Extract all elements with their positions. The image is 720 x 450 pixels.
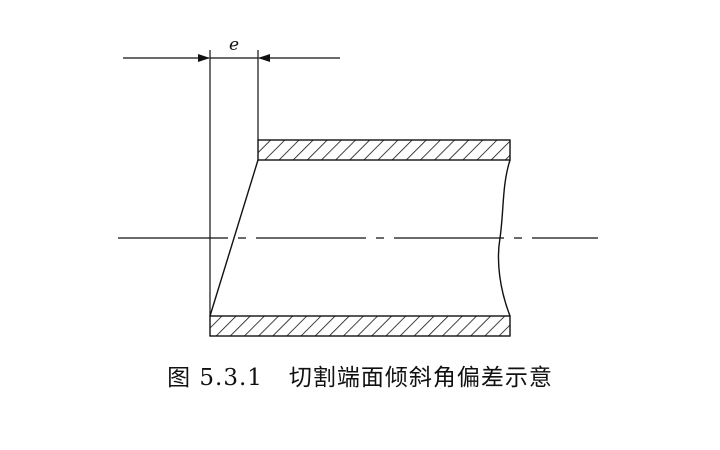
bottom-wall-section	[209, 315, 511, 337]
slanted-cut-face	[209, 159, 259, 317]
figure-caption: 图 5.3.1 切割端面倾斜角偏差示意	[0, 358, 720, 392]
top-wall-section	[257, 139, 511, 161]
pipe-cut-diagram: e	[118, 35, 598, 337]
figure-title: 切割端面倾斜角偏差示意	[288, 365, 553, 391]
dimension-label-e: e	[229, 35, 239, 55]
figure-number: 图 5.3.1	[167, 365, 263, 391]
